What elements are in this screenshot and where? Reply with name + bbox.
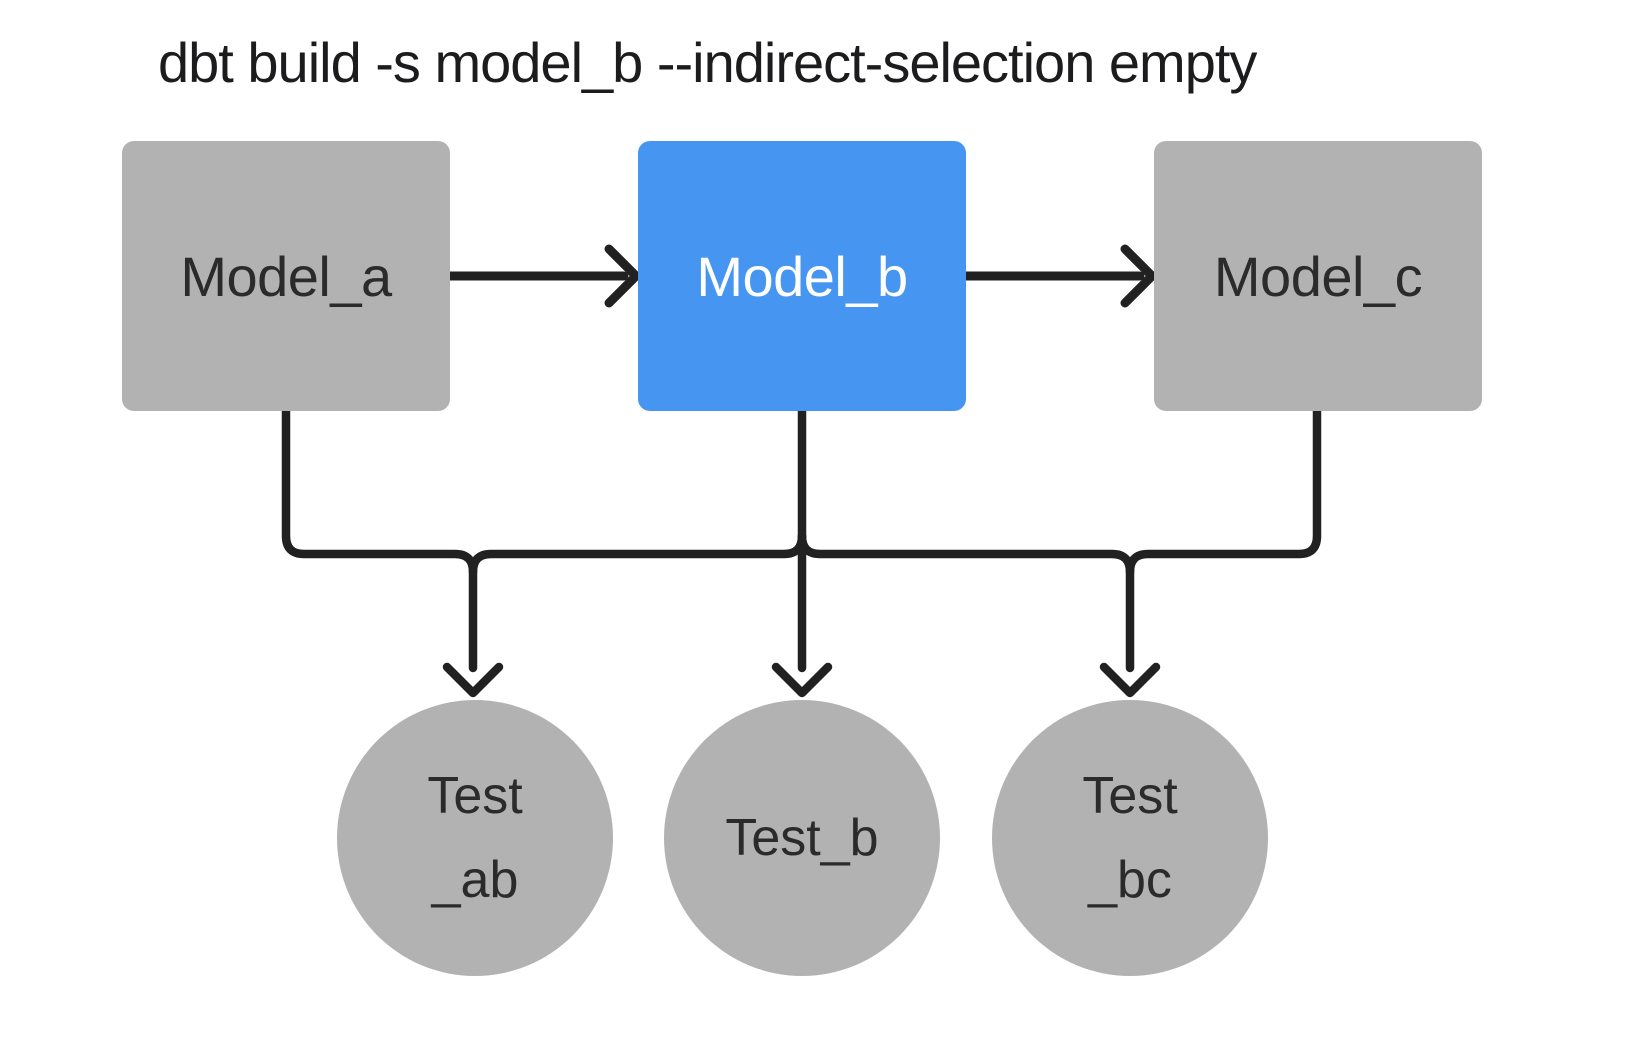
- arrowhead-right-icon: [604, 244, 641, 308]
- bus-left: [281, 406, 478, 673]
- node-test-b: Test_b: [664, 700, 940, 976]
- bus-right: [1125, 406, 1322, 673]
- edge-model-c-to-test-bc: [797, 406, 1322, 698]
- bus-left-merge-to-model-b: [468, 531, 807, 577]
- edge-model-b-to-test-b: [771, 406, 833, 698]
- edge-model-b-to-model-c: [961, 244, 1157, 308]
- node-label: Model_b: [696, 244, 908, 308]
- edge-model-a-to-model-b: [445, 244, 641, 308]
- arrowhead-down-icon: [771, 662, 833, 698]
- node-label-line-2: _bc: [1088, 851, 1172, 909]
- bus-right-merge-to-model-b: [797, 531, 1135, 577]
- node-label: Test _bc: [1082, 754, 1177, 922]
- node-model-a: Model_a: [122, 141, 450, 411]
- node-label: Test_b: [725, 808, 879, 867]
- node-test-bc: Test _bc: [992, 700, 1268, 976]
- arrowhead-right-icon: [1120, 244, 1157, 308]
- diagram-title: dbt build -s model_b --indirect-selectio…: [158, 31, 1257, 94]
- arrowhead-down-icon: [1099, 662, 1161, 698]
- edge-model-a-to-test-ab: [281, 406, 807, 698]
- node-label-line-1: Test: [1082, 766, 1178, 825]
- node-model-b: Model_b: [638, 141, 966, 411]
- node-label-line-1: Test: [427, 766, 523, 825]
- node-label: Test _ab: [427, 754, 522, 922]
- node-label: Model_c: [1213, 244, 1423, 308]
- node-label-line-2: _ab: [431, 851, 519, 909]
- node-model-c: Model_c: [1154, 141, 1482, 411]
- node-test-ab: Test _ab: [337, 700, 613, 976]
- node-label: Model_a: [180, 244, 392, 308]
- arrowhead-down-icon: [442, 662, 504, 698]
